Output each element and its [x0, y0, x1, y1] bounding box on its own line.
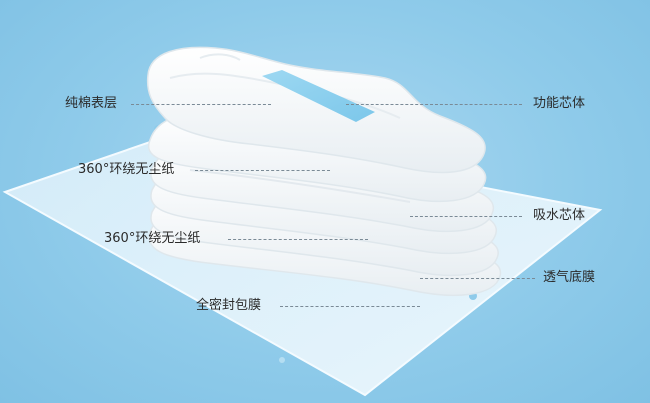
label-absorbent-core: 吸水芯体	[533, 208, 586, 223]
leader-sealed-wrap	[280, 306, 420, 307]
film-dot	[279, 357, 285, 363]
label-functional-core: 功能芯体	[533, 96, 586, 111]
leader-nonwoven-2	[228, 239, 368, 240]
label-top-layer: 纯棉表层	[65, 96, 118, 111]
leader-absorbent-core	[410, 216, 522, 217]
leader-nonwoven-1	[195, 170, 330, 171]
label-nonwoven-1: 360°环绕无尘纸	[78, 162, 175, 177]
label-nonwoven-2: 360°环绕无尘纸	[104, 231, 201, 246]
functional-core-strip	[262, 70, 375, 122]
leader-functional-core	[346, 104, 522, 105]
label-breathable-film: 透气底膜	[543, 270, 596, 285]
leader-breathable-film	[420, 278, 535, 279]
layer-top-cotton	[146, 46, 486, 174]
label-sealed-wrap: 全密封包膜	[196, 298, 262, 313]
leader-top-layer	[131, 104, 271, 105]
